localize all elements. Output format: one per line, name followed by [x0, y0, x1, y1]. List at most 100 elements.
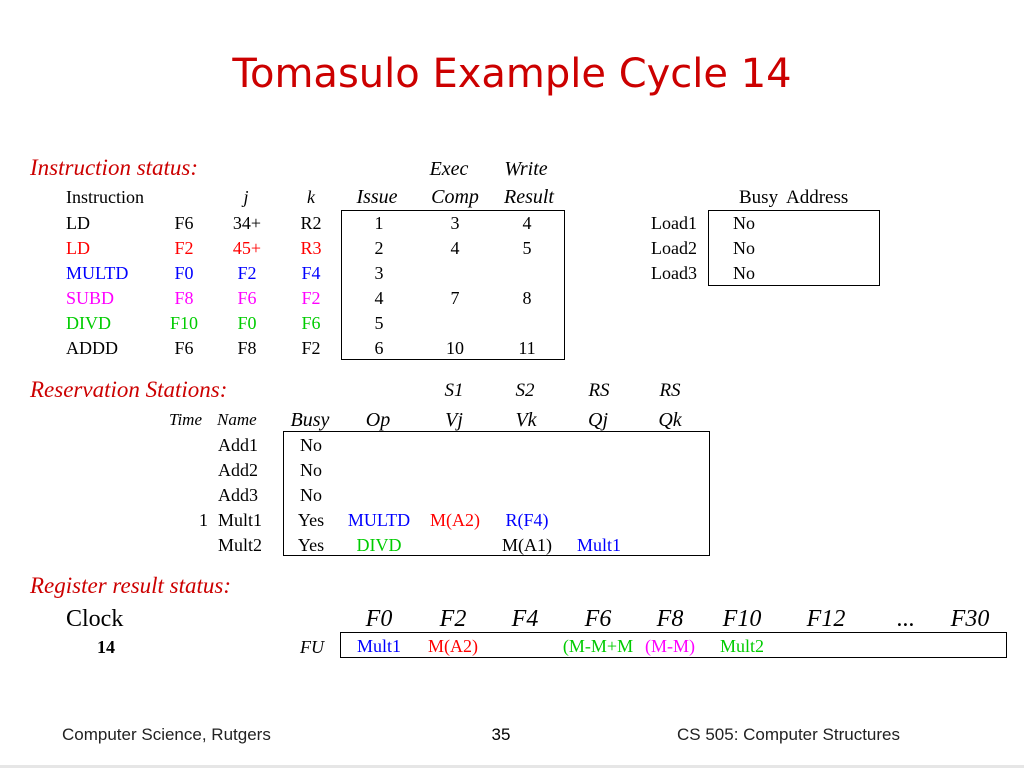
col-header-result: Result — [504, 186, 554, 208]
rs-name: Mult1 — [218, 510, 263, 530]
instr-result: 4 — [522, 213, 532, 233]
col-header-comp: Comp — [431, 186, 479, 208]
register-header: F4 — [511, 606, 539, 632]
instr-op: DIVD — [66, 313, 111, 333]
instr-op: MULTD — [66, 263, 129, 283]
rs-name: Add2 — [218, 460, 258, 480]
instr-k: R3 — [300, 238, 322, 258]
rs-col-header-name: Name — [217, 410, 257, 429]
load-busy: No — [733, 213, 755, 233]
register-header: F30 — [950, 606, 990, 632]
register-fu-value: M(A2) — [428, 636, 478, 656]
load-name: Load2 — [651, 238, 697, 258]
footer-right: CS 505: Computer Structures — [677, 725, 900, 744]
rs-name: Add3 — [218, 485, 258, 505]
instr-comp: 4 — [450, 238, 460, 258]
instr-issue: 3 — [374, 263, 384, 283]
instr-dest: F8 — [174, 288, 194, 308]
rs-vk: M(A1) — [502, 535, 552, 555]
register-header: F0 — [365, 606, 393, 632]
rs-col-header-qk: Qk — [658, 409, 682, 431]
rs-busy: No — [300, 485, 322, 505]
rs-col-header-busy: Busy — [290, 409, 330, 431]
instr-comp: 3 — [450, 213, 460, 233]
rs-busy: Yes — [297, 510, 325, 530]
col-header-busy-load: Busy — [739, 187, 779, 208]
col-header-k: k — [307, 187, 315, 207]
instr-comp: 10 — [446, 338, 464, 358]
rs-group-header-rs-qk: RS — [659, 380, 681, 401]
instr-j: F6 — [237, 288, 257, 308]
bottom-divider — [0, 765, 1024, 768]
col-header-address: Address — [786, 187, 849, 208]
instr-k: F2 — [301, 338, 321, 358]
reservation-stations-heading: Reservation Stations: — [30, 377, 228, 402]
instr-op: ADDD — [66, 338, 118, 358]
rs-col-header-qj: Qj — [588, 409, 608, 431]
instr-op: SUBD — [66, 288, 115, 308]
instr-j: F8 — [237, 338, 257, 358]
register-header: ... — [897, 606, 915, 632]
instr-j: 45+ — [232, 238, 262, 258]
register-fu-value: (M-M) — [645, 636, 695, 656]
load-busy: No — [733, 263, 755, 283]
rs-busy: Yes — [297, 535, 325, 555]
rs-group-header-s1: S1 — [444, 380, 464, 401]
col-header-j: j — [243, 187, 249, 207]
slide-title: Tomasulo Example Cycle 14 — [232, 51, 792, 97]
fu-label: FU — [300, 637, 324, 657]
instr-result: 5 — [522, 238, 532, 258]
instr-j: 34+ — [232, 213, 262, 233]
instr-j: F0 — [237, 313, 257, 333]
register-header: F2 — [439, 606, 467, 632]
instr-issue: 1 — [374, 213, 384, 233]
rs-col-header-time: Time — [168, 410, 202, 429]
load-buffer-box — [708, 210, 880, 286]
rs-vj: M(A2) — [430, 510, 480, 530]
register-status-heading: Register result status: — [30, 573, 232, 598]
instruction-status-heading: Instruction status: — [30, 155, 199, 180]
rs-busy: No — [300, 435, 322, 455]
instr-result: 8 — [522, 288, 532, 308]
rs-group-header-rs-qj: RS — [588, 380, 610, 401]
instr-k: F4 — [301, 263, 321, 283]
instr-dest: F6 — [174, 213, 194, 233]
exec-group-header: Exec — [429, 158, 469, 180]
instr-dest: F6 — [174, 338, 194, 358]
page-number: 35 — [491, 725, 511, 744]
instruction-timing-box — [341, 210, 565, 360]
instr-issue: 2 — [374, 238, 384, 258]
register-header: F8 — [656, 606, 684, 632]
reservation-station-box — [283, 431, 710, 556]
instr-op: LD — [66, 213, 90, 233]
instr-j: F2 — [237, 263, 257, 283]
footer-left: Computer Science, Rutgers — [62, 725, 271, 744]
instr-k: F6 — [301, 313, 321, 333]
rs-time: 1 — [199, 510, 208, 530]
register-fu-box — [340, 632, 1007, 658]
register-fu-value: Mult2 — [719, 636, 765, 656]
rs-op: MULTD — [347, 510, 411, 530]
rs-busy: No — [300, 460, 322, 480]
load-name: Load1 — [651, 213, 697, 233]
instr-dest: F0 — [174, 263, 194, 283]
col-header-instruction: Instruction — [66, 187, 144, 207]
rs-group-header-s2: S2 — [515, 380, 535, 401]
instr-k: R2 — [300, 213, 322, 233]
instr-k: F2 — [301, 288, 321, 308]
instr-op: LD — [66, 238, 90, 258]
write-group-header: Write — [504, 158, 548, 180]
load-busy: No — [733, 238, 755, 258]
rs-name: Mult2 — [218, 535, 263, 555]
register-header: F10 — [722, 606, 762, 632]
clock-label: Clock — [66, 606, 124, 632]
instr-result: 11 — [518, 338, 536, 358]
col-header-issue: Issue — [356, 186, 398, 208]
rs-col-header-op: Op — [365, 409, 391, 431]
register-fu-value: Mult1 — [356, 636, 402, 656]
rs-col-header-vj: Vj — [445, 409, 463, 431]
instr-issue: 4 — [374, 288, 384, 308]
rs-name: Add1 — [218, 435, 258, 455]
rs-col-header-vk: Vk — [515, 409, 537, 431]
clock-value: 14 — [97, 637, 115, 657]
